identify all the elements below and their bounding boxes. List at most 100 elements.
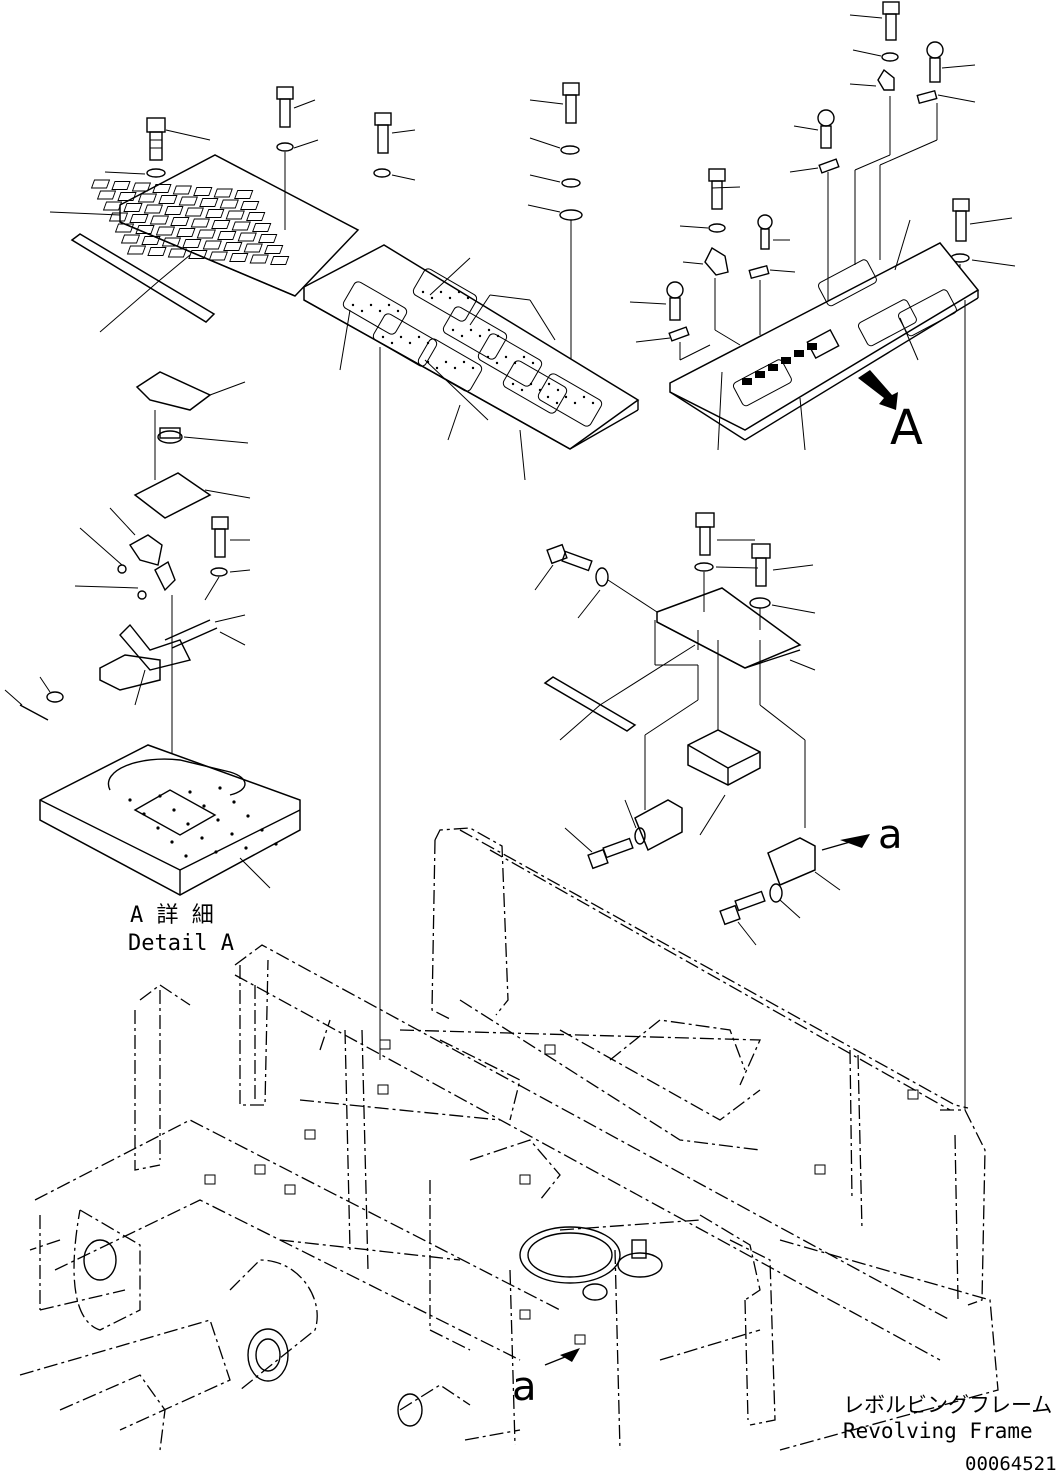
key bbox=[170, 217, 190, 226]
key bbox=[237, 232, 257, 242]
hole bbox=[462, 360, 466, 364]
pad bbox=[372, 313, 438, 367]
perforated-floor-plate bbox=[303, 82, 640, 481]
hole bbox=[555, 401, 559, 405]
switch-panel-assembly: A bbox=[629, 1, 1016, 456]
hole bbox=[478, 334, 482, 338]
frame-block bbox=[377, 1084, 389, 1095]
key bbox=[167, 248, 188, 258]
hole bbox=[471, 366, 475, 370]
hole bbox=[360, 309, 364, 313]
key bbox=[176, 228, 196, 237]
switch bbox=[742, 378, 752, 385]
pad bbox=[537, 373, 603, 427]
key bbox=[202, 240, 222, 250]
hole bbox=[487, 328, 491, 332]
switch-pad bbox=[857, 299, 917, 347]
hole bbox=[547, 382, 551, 386]
key bbox=[120, 234, 141, 244]
detail-label-jp: A 詳 細 bbox=[130, 903, 214, 928]
section-label-a-upper: a bbox=[878, 812, 903, 858]
pad bbox=[442, 306, 508, 360]
floor-hole bbox=[128, 798, 132, 802]
key bbox=[131, 182, 152, 192]
frame-block bbox=[574, 1334, 586, 1345]
hole bbox=[381, 335, 385, 339]
floor-hole bbox=[156, 826, 160, 830]
switch bbox=[807, 343, 817, 350]
key bbox=[137, 193, 158, 203]
hole bbox=[469, 328, 473, 332]
hole bbox=[486, 355, 490, 359]
floor-hole bbox=[260, 828, 264, 832]
key bbox=[213, 188, 233, 198]
key bbox=[199, 198, 219, 207]
floor-hole bbox=[216, 818, 220, 822]
floor-hole bbox=[142, 812, 146, 816]
switch-pad bbox=[817, 259, 877, 307]
key bbox=[155, 226, 176, 236]
hole bbox=[504, 355, 508, 359]
floor-hole bbox=[218, 786, 222, 790]
frame-block bbox=[814, 1164, 826, 1175]
hole bbox=[511, 382, 515, 386]
pad bbox=[412, 268, 478, 322]
keypad-panel-assembly bbox=[49, 86, 360, 333]
key bbox=[147, 247, 167, 256]
hole bbox=[430, 296, 434, 300]
key bbox=[193, 187, 213, 196]
key bbox=[231, 221, 251, 231]
hole bbox=[408, 341, 412, 345]
bolt bbox=[146, 117, 211, 161]
frame-label-en: Revolving Frame bbox=[843, 1419, 1033, 1443]
floor-hole bbox=[172, 808, 176, 812]
key bbox=[182, 239, 202, 248]
hole bbox=[448, 296, 452, 300]
floor-hole bbox=[158, 794, 162, 798]
floor-hole bbox=[232, 800, 236, 804]
floor-holes bbox=[128, 786, 278, 858]
section-label-a-lower: a bbox=[512, 1364, 537, 1410]
key bbox=[161, 237, 182, 247]
pad bbox=[477, 333, 543, 387]
key bbox=[246, 212, 266, 221]
keypad-plate bbox=[119, 154, 360, 297]
key bbox=[178, 196, 198, 206]
floor-hole bbox=[188, 790, 192, 794]
hole bbox=[396, 309, 400, 313]
view-label-A: A bbox=[890, 400, 923, 456]
rubber-strip bbox=[70, 233, 216, 323]
hole bbox=[399, 335, 403, 339]
hole bbox=[351, 303, 355, 307]
hole bbox=[457, 290, 461, 294]
hole bbox=[591, 401, 595, 405]
frame-label-jp: レボルビングフレーム bbox=[843, 1393, 1052, 1417]
floor-hole bbox=[244, 846, 248, 850]
frame-block bbox=[284, 1184, 296, 1195]
view-arrow-A bbox=[858, 370, 898, 410]
hole bbox=[520, 388, 524, 392]
frame-block bbox=[519, 1174, 531, 1185]
switch bbox=[768, 364, 778, 371]
hole bbox=[439, 290, 443, 294]
hole bbox=[564, 395, 568, 399]
key bbox=[188, 250, 208, 259]
key bbox=[270, 256, 290, 265]
key bbox=[102, 201, 123, 211]
key bbox=[196, 229, 216, 239]
key bbox=[117, 192, 137, 201]
hole bbox=[444, 360, 448, 364]
hole bbox=[387, 303, 391, 307]
frame-block bbox=[304, 1129, 316, 1140]
key bbox=[123, 203, 143, 212]
detail-a-assembly: A 詳 細 Detail A bbox=[4, 371, 301, 956]
key bbox=[152, 184, 172, 193]
key bbox=[164, 206, 184, 215]
hole bbox=[556, 388, 560, 392]
floor-hole bbox=[200, 836, 204, 840]
hole bbox=[369, 303, 373, 307]
tank-cover bbox=[519, 1226, 621, 1284]
hole bbox=[435, 366, 439, 370]
hole bbox=[390, 341, 394, 345]
